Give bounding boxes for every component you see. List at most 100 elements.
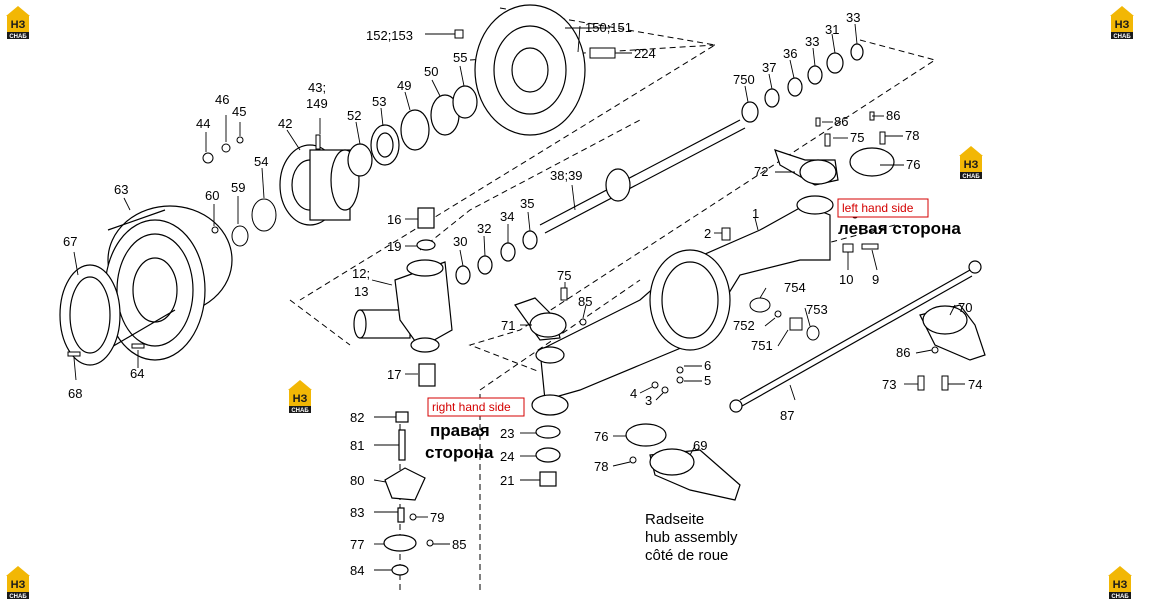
part-label-86c: 86 [896, 345, 910, 360]
logo-bottom-left: НЗ СНАБ [6, 566, 30, 600]
part-label-150-151: 150;151 [585, 20, 632, 35]
part-label-1: 1 [752, 206, 759, 221]
part-label-75a: 75 [850, 130, 864, 145]
logo-mid-left: НЗ СНАБ [288, 380, 312, 414]
cover-plate-76 [849, 147, 895, 177]
dust-ring [59, 264, 121, 366]
logo-sub-text: СНАБ [962, 174, 980, 180]
fasteners [67, 29, 949, 547]
lower-bearing-stack [535, 425, 561, 487]
logo-sub-text: СНАБ [9, 34, 27, 40]
right-side-ru-label-1: правая [430, 421, 490, 440]
kingpin [416, 207, 436, 387]
logo-sub-text: СНАБ [291, 408, 309, 414]
brake-drum [104, 205, 233, 361]
part-label-753: 753 [806, 302, 828, 317]
part-label-38-39: 38;39 [550, 168, 583, 183]
lower-pin-stack [383, 411, 426, 576]
dashed-assembly-lines [289, 7, 937, 590]
part-label-79: 79 [430, 510, 444, 525]
part-label-86a: 86 [834, 114, 848, 129]
part-label-33a: 33 [805, 34, 819, 49]
logo-mark-text: НЗ [1113, 579, 1128, 591]
part-label-224: 224 [634, 46, 656, 61]
right-side-annotation: right hand side правая сторона [425, 397, 525, 462]
part-label-69: 69 [693, 438, 707, 453]
left-side-annotation: left hand side левая сторона [837, 198, 961, 238]
part-label-60: 60 [205, 188, 219, 203]
axle-housing [531, 195, 834, 416]
part-label-750: 750 [733, 72, 755, 87]
part-label-2: 2 [704, 226, 711, 241]
part-label-43: 43; [308, 80, 326, 95]
caption-line-2: hub assembly [645, 529, 738, 546]
part-label-85a: 85 [578, 294, 592, 309]
steering-arm-lower [514, 297, 567, 341]
part-label-70: 70 [958, 300, 972, 315]
logo-sub-text: СНАБ [1111, 594, 1129, 600]
logo-mark-text: НЗ [1115, 19, 1130, 31]
part-label-74: 74 [968, 377, 982, 392]
part-label-81: 81 [350, 438, 364, 453]
tie-rod-arm-69 [649, 448, 741, 501]
part-label-84: 84 [350, 563, 364, 578]
part-label-33b: 33 [846, 10, 860, 25]
part-label-12: 12; [352, 266, 370, 281]
part-label-80: 80 [350, 473, 364, 488]
part-label-44: 44 [196, 116, 210, 131]
shaft-rings [455, 230, 538, 285]
logo-mid-right: НЗ СНАБ [959, 146, 983, 180]
part-label-16: 16 [387, 212, 401, 227]
part-label-19: 19 [387, 239, 401, 254]
logo-sub-text: СНАБ [1113, 34, 1131, 40]
cover-plate-76b [625, 423, 667, 447]
part-label-17: 17 [387, 367, 401, 382]
right-side-en-label: right hand side [432, 400, 511, 414]
part-label-72: 72 [754, 164, 768, 179]
part-label-23: 23 [500, 426, 514, 441]
part-label-59: 59 [231, 180, 245, 195]
left-side-en-label: left hand side [842, 201, 914, 215]
part-label-13: 13 [354, 284, 368, 299]
part-label-31: 31 [825, 22, 839, 37]
tie-rod-arm-70 [919, 304, 986, 361]
part-label-54: 54 [254, 154, 268, 169]
hub-assembly-caption: Radseite hub assembly côté de roue [645, 511, 738, 564]
part-label-53: 53 [372, 94, 386, 109]
part-label-71: 71 [501, 318, 515, 333]
brake-assembly [474, 4, 586, 136]
part-label-35: 35 [520, 196, 534, 211]
logo-top-left: НЗ СНАБ [6, 6, 30, 40]
part-label-9: 9 [872, 272, 879, 287]
logo-mark-text: НЗ [964, 159, 979, 171]
part-label-76a: 76 [906, 157, 920, 172]
part-label-52: 52 [347, 108, 361, 123]
part-label-42: 42 [278, 116, 292, 131]
caption-line-3: côté de roue [645, 547, 728, 564]
bearing-rings [347, 85, 478, 177]
part-label-83: 83 [350, 505, 364, 520]
logo-mark-text: НЗ [11, 19, 26, 31]
part-label-82: 82 [350, 410, 364, 425]
steering-knuckle [353, 259, 453, 353]
part-label-64: 64 [130, 366, 144, 381]
part-label-63: 63 [114, 182, 128, 197]
part-label-68: 68 [68, 386, 82, 401]
part-label-78a: 78 [905, 128, 919, 143]
wheel-hub [279, 144, 360, 226]
part-label-24: 24 [500, 449, 514, 464]
part-label-85b: 85 [452, 537, 466, 552]
drive-shaft [539, 119, 746, 234]
tie-rod [729, 260, 982, 413]
part-label-75b: 75 [557, 268, 571, 283]
part-label-46: 46 [215, 92, 229, 107]
part-label-752: 752 [733, 318, 755, 333]
part-label-45: 45 [232, 104, 246, 119]
part-label-86b: 86 [886, 108, 900, 123]
right-side-ru-label-2: сторона [425, 443, 494, 462]
logo-bottom-right: НЗ СНАБ [1108, 566, 1132, 600]
part-label-5: 5 [704, 373, 711, 388]
part-label-754: 754 [784, 280, 806, 295]
